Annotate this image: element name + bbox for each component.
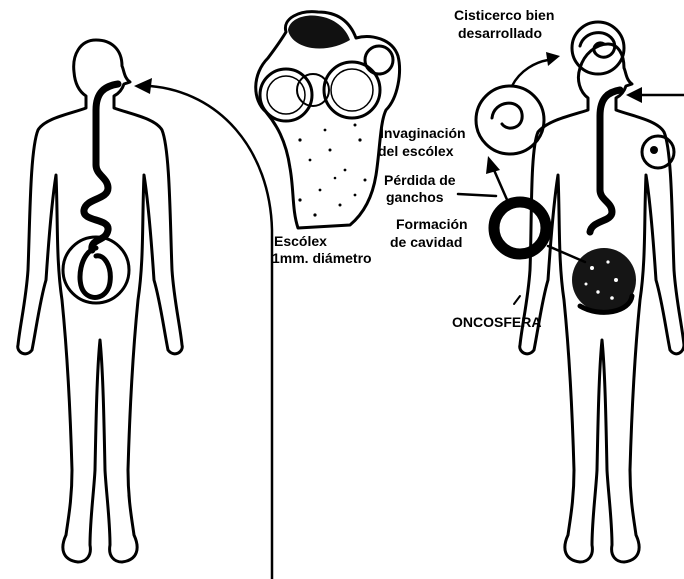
- scolex-stipple: [298, 124, 366, 217]
- arrow-cavity-to-invagination-head: [486, 156, 500, 174]
- right-human-figure: [520, 22, 684, 562]
- left-human-figure: [18, 40, 183, 562]
- arrow-oncosphere-to-cavity: [548, 246, 585, 262]
- label-cisticerco-line1: Cisticerco bien: [454, 7, 554, 23]
- label-invaginacion-line1: Invaginación: [380, 125, 466, 141]
- oncosfera-pointer: [514, 296, 520, 304]
- arm-cyst-core: [650, 146, 658, 154]
- arrow-invagination-to-cisticerco-head: [546, 52, 560, 66]
- label-perdida-line1: Pérdida de: [384, 172, 456, 188]
- sucker-center-inner: [331, 69, 373, 111]
- label-formacion-line1: Formación: [396, 216, 468, 232]
- return-arrow: [134, 78, 272, 579]
- label-invaginacion-line2: del escólex: [378, 143, 454, 159]
- arm-cyst-arrow-head: [626, 87, 642, 103]
- label-escolex-line2: 1mm. diámetro: [272, 250, 372, 266]
- label-escolex-line1: Escólex: [274, 233, 327, 249]
- rostellum: [288, 16, 350, 49]
- label-perdida-line2: ganchos: [386, 189, 444, 205]
- left-body-outline: [18, 40, 183, 562]
- cavity-ring-stage: [494, 202, 546, 254]
- cysticercus-stages: [458, 52, 585, 304]
- label-cisticerco-line2: desarrollado: [458, 25, 542, 41]
- left-worm-loop: [80, 248, 110, 297]
- arrow-invagination-to-cisticerco: [512, 60, 548, 86]
- return-arrow-head: [134, 78, 152, 94]
- label-oncosfera: ONCOSFERA: [452, 314, 541, 330]
- invagination-stage-outer: [476, 86, 544, 154]
- arrow-perdida-pointer: [458, 194, 496, 196]
- invagination-stage-inner: [492, 103, 522, 128]
- sucker-right: [365, 46, 393, 74]
- scolex-drawing: [256, 12, 400, 228]
- label-formacion-line2: de cavidad: [390, 234, 462, 250]
